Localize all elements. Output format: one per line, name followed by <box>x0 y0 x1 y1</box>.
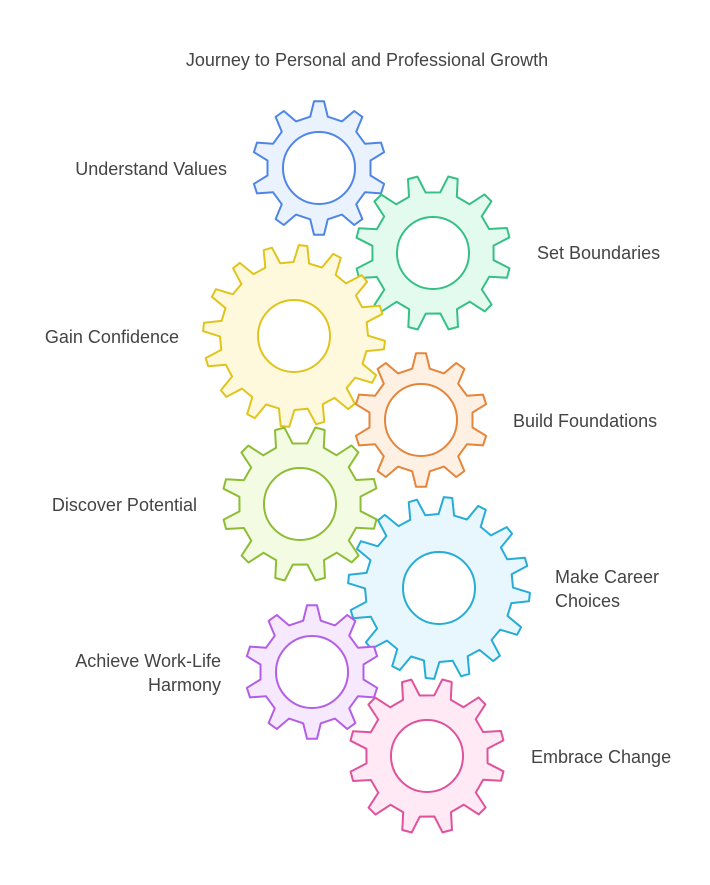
gear-hole <box>384 383 458 457</box>
label-make-career-choices: Make Career Choices <box>555 567 660 611</box>
label-embrace-change: Embrace Change <box>531 747 672 767</box>
gear-hole <box>282 131 356 205</box>
label-achieve-work-life-harmony: Achieve Work-Life Harmony <box>75 651 221 695</box>
label-set-boundaries: Set Boundaries <box>537 243 661 263</box>
label-discover-potential: Discover Potential <box>51 495 197 515</box>
diagram-title: Journey to Personal and Professional Gro… <box>185 50 549 70</box>
label-gain-confidence: Gain Confidence <box>44 327 179 347</box>
gear-hole <box>402 551 476 625</box>
gear-hole <box>275 635 349 709</box>
gear-hole <box>257 299 331 373</box>
label-understand-values: Understand Values <box>75 159 227 179</box>
gear-hole <box>263 467 337 541</box>
gear-hole <box>396 216 470 290</box>
gear-hole <box>390 719 464 793</box>
label-build-foundations: Build Foundations <box>513 411 658 431</box>
